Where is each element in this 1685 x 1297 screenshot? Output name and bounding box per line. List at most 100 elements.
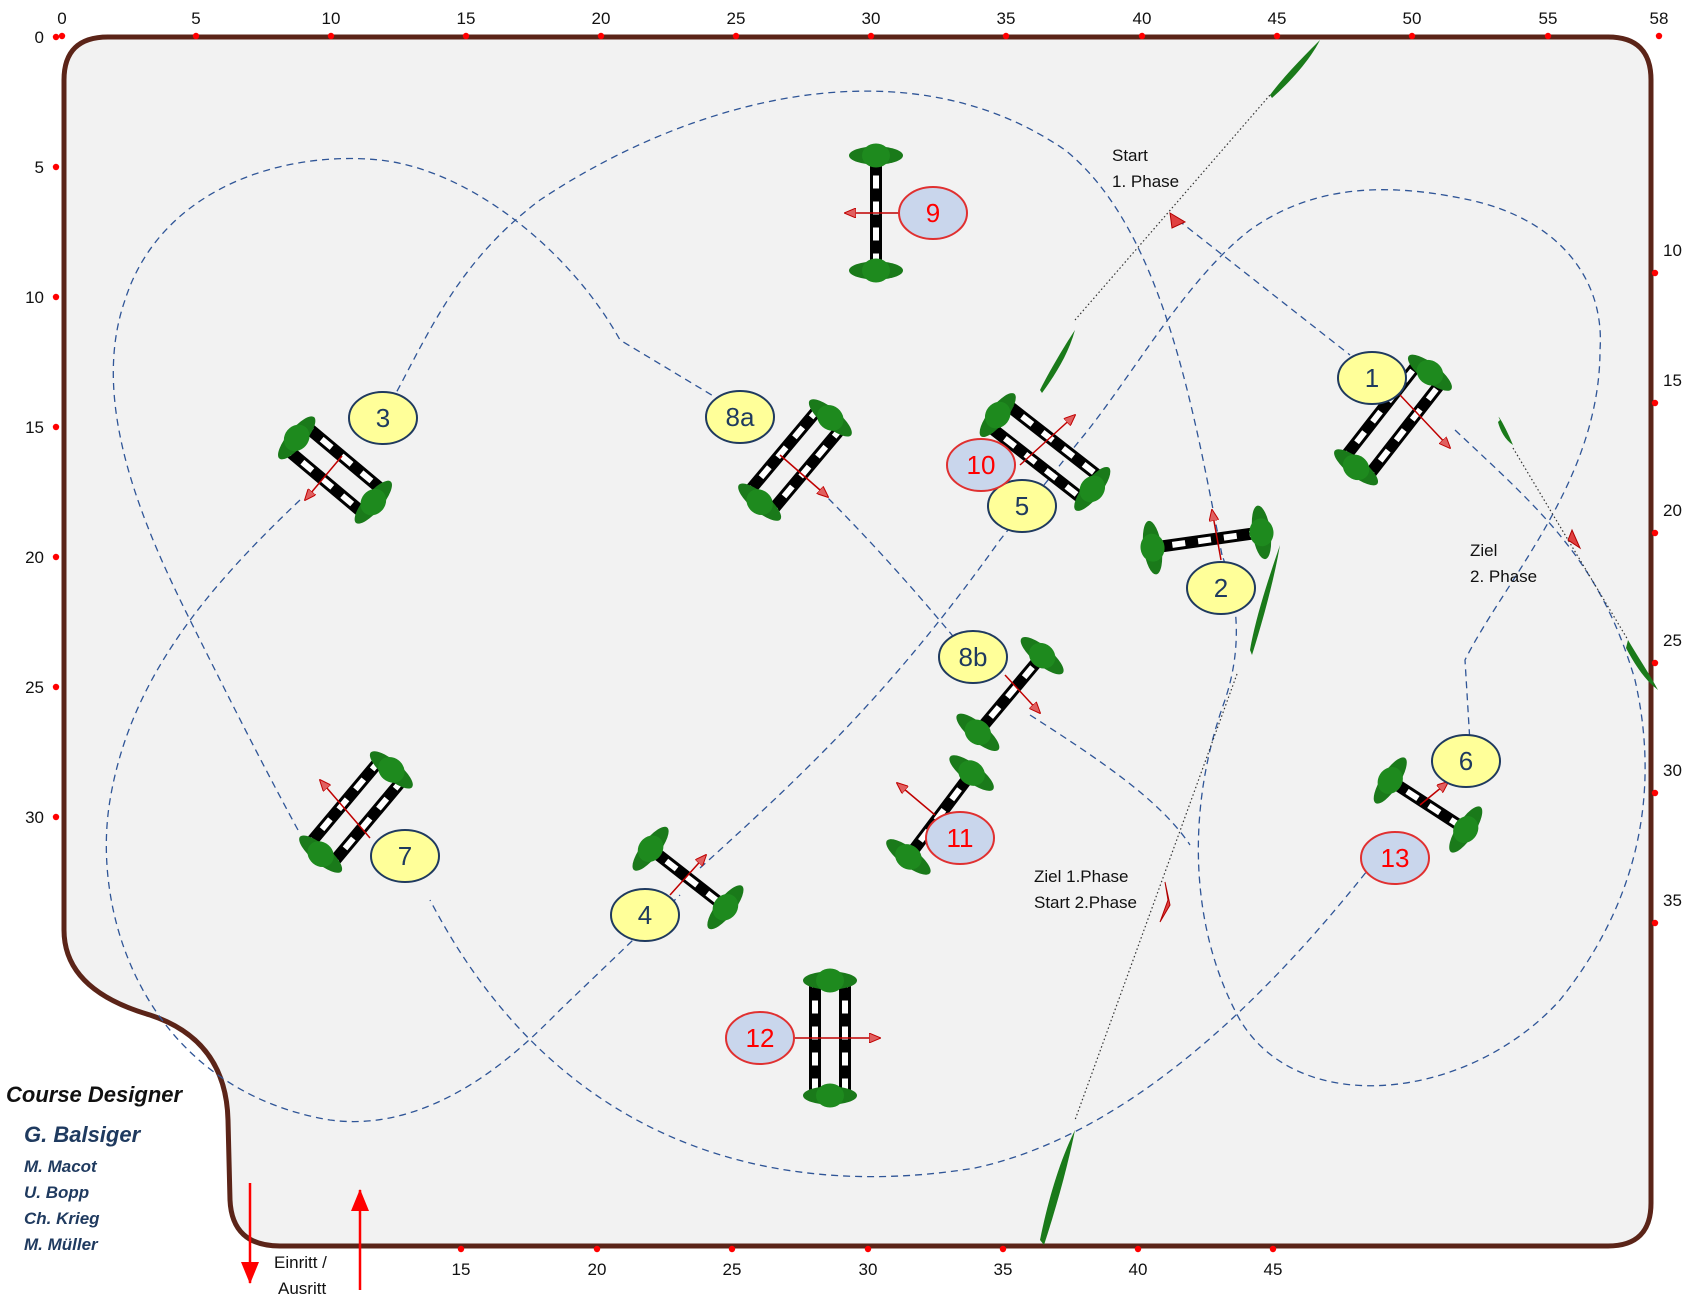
- axis-tick-mark: [52, 423, 60, 431]
- axis-tick-label: 58: [1650, 9, 1669, 28]
- axis-tick-label: 20: [1663, 501, 1682, 520]
- axis-tick-mark: [593, 1245, 601, 1253]
- finish1-start2-label: Ziel 1.Phase: [1034, 867, 1129, 886]
- axis-tick-label: 0: [57, 9, 66, 28]
- jump: [979, 393, 1111, 511]
- timing-markers: [1159, 212, 1582, 923]
- jump-number: 8a: [726, 402, 755, 432]
- axis-tick-mark: [1269, 1245, 1277, 1253]
- jump-standard: [862, 143, 890, 168]
- jump-standard: [1140, 533, 1165, 562]
- jump-standard: [1416, 359, 1444, 386]
- timing-lines: [1074, 94, 1629, 1121]
- jump-standard: [378, 757, 405, 783]
- axis-tick-label: 20: [588, 1260, 607, 1279]
- axis-tick-mark: [1002, 32, 1010, 40]
- jump-pole-stripes: [1004, 401, 1103, 481]
- direction-arrows: [305, 213, 1450, 1038]
- axis-tick-mark: [1134, 1245, 1142, 1253]
- axis-tick-mark: [52, 683, 60, 691]
- axis-tick-label: 35: [997, 9, 1016, 28]
- axis-tick-mark: [1273, 32, 1281, 40]
- jump-number-badge: 12: [725, 1011, 795, 1065]
- finish-phase2-label: 2. Phase: [1470, 567, 1537, 586]
- badge-shape: [1360, 831, 1430, 885]
- jump: [738, 399, 852, 521]
- axis-tick-label: 55: [1539, 9, 1558, 28]
- axis-tick-label: 10: [25, 288, 44, 307]
- credits-assistant: Ch. Krieg: [24, 1209, 100, 1228]
- axis-tick-label: 45: [1268, 9, 1287, 28]
- axis-tick-label: 15: [1663, 371, 1682, 390]
- jump-number: 13: [1381, 843, 1410, 873]
- jump-number-badge: 11: [925, 811, 995, 865]
- jump-number-badge: 13: [1360, 831, 1430, 885]
- axis-tick-mark: [462, 32, 470, 40]
- jump-standard: [1249, 518, 1274, 547]
- jump-standard: [816, 968, 844, 993]
- jump-number-badge: 9: [898, 186, 968, 240]
- jump-number-badge: 3: [348, 391, 418, 445]
- jump: [956, 637, 1064, 751]
- jump-number: 1: [1365, 363, 1379, 393]
- jump-standard: [895, 844, 922, 870]
- credits-main-designer: G. Balsiger: [24, 1122, 141, 1147]
- axis-tick-mark: [1651, 529, 1659, 537]
- badge-shape: [348, 391, 418, 445]
- axis-tick-mark: [52, 293, 60, 301]
- jump-pole-stripes: [975, 653, 1045, 735]
- axis-tick-label: 25: [25, 678, 44, 697]
- jump-number-badge: 6: [1431, 734, 1501, 788]
- axis-tick-label: 15: [452, 1260, 471, 1279]
- axis-tick-mark: [192, 32, 200, 40]
- jump-standard: [360, 488, 387, 516]
- jump-standard: [746, 489, 773, 515]
- jump-pole-stripes: [906, 771, 974, 859]
- axis-tick-label: 20: [592, 9, 611, 28]
- jump-number: 4: [638, 900, 652, 930]
- jump-pole-stripes: [1152, 529, 1262, 551]
- axis-tick-label: 30: [1663, 761, 1682, 780]
- jump-number-badge: 5: [987, 479, 1057, 533]
- jump-standard: [1453, 816, 1479, 843]
- badge-shape: [1186, 561, 1256, 615]
- axis-tick-label: 35: [994, 1260, 1013, 1279]
- axis-tick-mark: [1651, 789, 1659, 797]
- jump-standard: [816, 1083, 844, 1108]
- jump-standard: [307, 841, 334, 867]
- arena-border: [61, 34, 1654, 1249]
- axis-tick-mark: [1651, 659, 1659, 667]
- jump-standard: [1028, 642, 1056, 669]
- jumps: [278, 143, 1483, 1108]
- badge-shape: [705, 390, 775, 444]
- badge-shape: [1337, 351, 1407, 405]
- jump: [1373, 757, 1483, 853]
- axis-tick-mark: [1655, 32, 1663, 40]
- axis-tick-mark: [52, 553, 60, 561]
- axis-tick-label: 5: [35, 158, 44, 177]
- jump: [299, 751, 413, 873]
- jump-standard: [958, 760, 985, 786]
- jump-standard: [1377, 767, 1403, 794]
- axis-tick-mark: [1651, 919, 1659, 927]
- jump-number-badge: 4: [610, 888, 680, 942]
- jump-number-badge: 7: [370, 829, 440, 883]
- annotations: Start 1. Phase Ziel 2. Phase Ziel 1.Phas…: [274, 146, 1537, 1297]
- axis-tick-label: 20: [25, 548, 44, 567]
- axis-tick-label: 50: [1403, 9, 1422, 28]
- axis-tick-label: 30: [862, 9, 881, 28]
- credits-assistant: U. Bopp: [24, 1183, 90, 1202]
- badge-shape: [610, 888, 680, 942]
- jump: [1140, 505, 1274, 575]
- axis-tick-mark: [999, 1245, 1007, 1253]
- axis-tick-mark: [728, 1245, 736, 1253]
- axis-tick-label: 35: [1663, 891, 1682, 910]
- jump-number: 6: [1459, 746, 1473, 776]
- axis-tick-mark: [58, 32, 66, 40]
- jump-number: 12: [746, 1023, 775, 1053]
- jump-pole-stripes: [648, 846, 728, 910]
- axis-tick-label: 40: [1133, 9, 1152, 28]
